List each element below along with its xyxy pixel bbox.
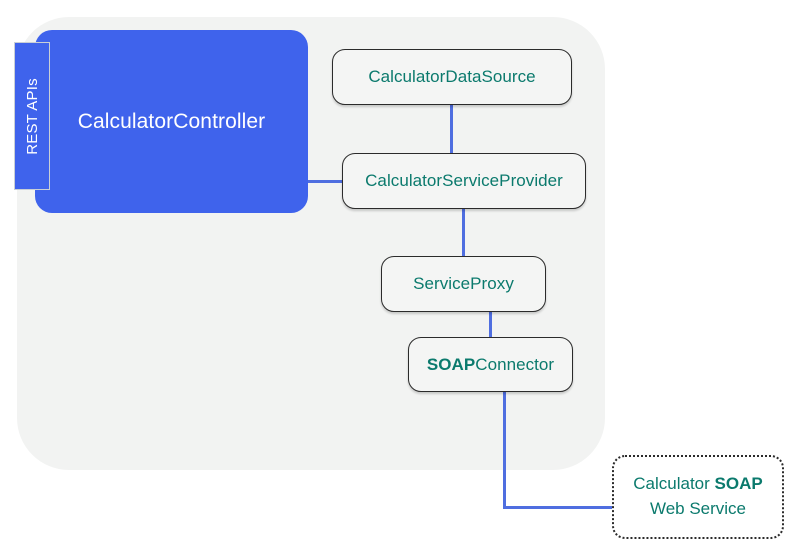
- node-calculator-data-source[interactable]: CalculatorDataSource: [332, 49, 572, 105]
- node-service-proxy[interactable]: ServiceProxy: [381, 256, 546, 312]
- node-soap-connector-label: SOAPConnector: [427, 355, 554, 375]
- connector-serviceprovider-to-serviceproxy: [462, 208, 465, 257]
- rest-apis-tab[interactable]: REST APIs: [14, 42, 50, 190]
- node-soap-connector-label-bold: SOAP: [426, 354, 476, 374]
- node-calculator-service-provider[interactable]: CalculatorServiceProvider: [342, 153, 586, 209]
- web-service-line1-bold: SOAP: [714, 474, 763, 494]
- node-calculator-controller[interactable]: CalculatorController: [35, 30, 308, 213]
- rest-apis-tab-label: REST APIs: [23, 77, 41, 155]
- node-service-proxy-label: ServiceProxy: [413, 274, 514, 293]
- node-calculator-controller-label: CalculatorController: [77, 109, 266, 133]
- node-calculator-data-source-label: CalculatorDataSource: [368, 67, 536, 86]
- web-service-line2: Web Service: [649, 499, 747, 518]
- connector-soapconnector-to-webservice-horizontal: [503, 506, 614, 509]
- node-calculator-soap-web-service-label: Calculator SOAP Web Service: [633, 472, 762, 521]
- node-soap-connector[interactable]: SOAPConnector: [408, 337, 573, 392]
- web-service-line1-prefix: Calculator: [633, 474, 715, 494]
- connector-soapconnector-to-webservice-vertical: [503, 391, 506, 509]
- connector-datasource-to-serviceprovider: [450, 104, 453, 154]
- node-calculator-soap-web-service[interactable]: Calculator SOAP Web Service: [612, 455, 784, 539]
- node-soap-connector-label-rest: Connector: [475, 354, 555, 374]
- connector-serviceproxy-to-soapconnector: [489, 311, 492, 339]
- node-calculator-service-provider-label: CalculatorServiceProvider: [365, 171, 563, 190]
- connector-controller-to-serviceprovider: [307, 180, 343, 183]
